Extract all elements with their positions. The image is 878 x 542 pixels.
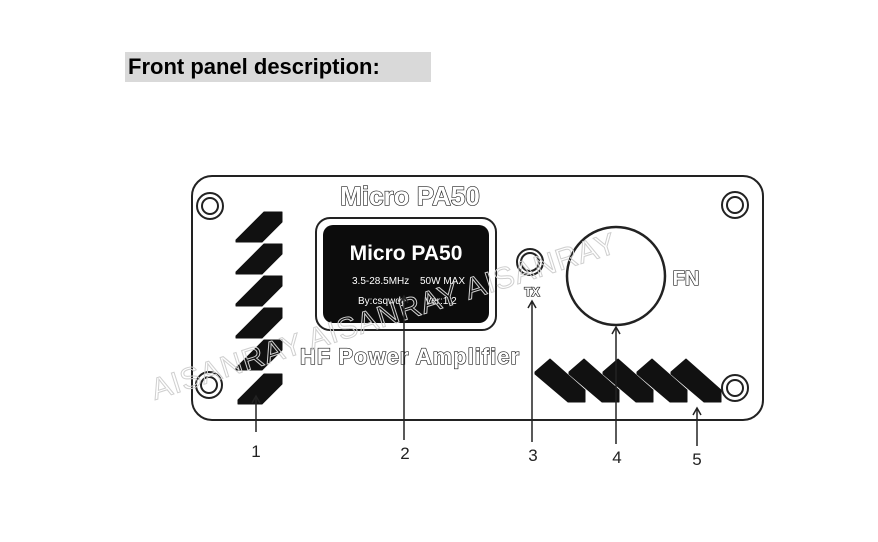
screen-version: Ver:1.2 <box>425 296 457 307</box>
screen-power-max: 50W MAX <box>420 276 465 287</box>
vent-slot <box>235 211 283 243</box>
screen-frequency-range: 3.5-28.5MHz <box>352 276 409 287</box>
screen-author: By:csqwdy <box>358 296 406 307</box>
vent-slot <box>237 373 283 405</box>
display-screen <box>323 225 489 323</box>
callout-number-5: 5 <box>692 450 701 469</box>
tx-label: TX <box>524 285 539 299</box>
vent-slot <box>636 358 688 403</box>
callout-number-1: 1 <box>251 442 260 461</box>
vent-slot <box>235 339 283 371</box>
tx-led-icon <box>516 248 544 276</box>
brand-title: Micro PA50 <box>340 181 480 211</box>
page-heading: Front panel description: <box>125 52 431 82</box>
vent-slot <box>670 358 722 403</box>
vent-slot <box>235 275 283 307</box>
vent-slot <box>568 358 620 403</box>
callout-arrows <box>251 294 702 446</box>
callout-number-4: 4 <box>612 448 621 467</box>
screen-title: Micro PA50 <box>350 242 463 265</box>
panel-subtitle: HF Power Amplifier <box>300 344 520 369</box>
callout-number-3: 3 <box>528 446 537 465</box>
vent-slot <box>534 358 586 403</box>
vent-slot <box>235 243 283 275</box>
fn-label: FN <box>673 268 700 290</box>
vent-slot <box>235 307 283 339</box>
fn-knob <box>565 225 667 327</box>
left-vent-slots <box>235 211 283 405</box>
screw-top-left <box>196 192 224 220</box>
right-vent-slots <box>534 358 722 403</box>
screw-bottom-right <box>721 374 749 402</box>
screw-bottom-left <box>195 371 223 399</box>
display-bezel <box>315 217 497 331</box>
screw-top-right <box>721 191 749 219</box>
callout-number-2: 2 <box>400 444 409 463</box>
